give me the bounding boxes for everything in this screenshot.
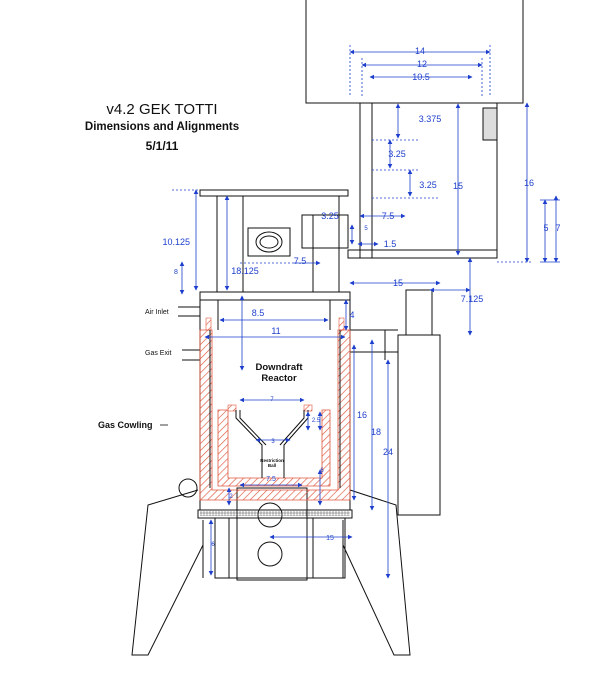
reactor-flange — [199, 291, 351, 301]
dim-7-5-grate: 7.5 — [266, 476, 276, 483]
dim-15-base: 15 — [326, 535, 334, 542]
dim-14: 14 — [415, 46, 425, 56]
dim-11: 11 — [271, 326, 280, 336]
dim-7-5-top: 7.5 — [382, 211, 395, 221]
restriction-label-line2: Ball — [268, 463, 276, 468]
dim-3-25-b: 3.25 — [419, 180, 437, 190]
cyclone-body — [397, 334, 441, 516]
dim-2-5: 2.5 — [312, 418, 321, 424]
leg-left — [131, 489, 204, 656]
dim-2: 2 — [229, 494, 233, 500]
dim-5-small: 5 — [364, 226, 368, 232]
dim-8: 8 — [174, 269, 178, 276]
dim-18-125: 18.125 — [231, 266, 259, 276]
ash-port-lower — [257, 541, 283, 567]
leg-right — [342, 489, 411, 656]
gas-cowling-label: Gas Cowling — [98, 420, 153, 430]
dim-15-hopper: 15 — [453, 181, 463, 191]
dim-16-right: 16 — [524, 178, 534, 188]
dim-15-mid: 15 — [393, 278, 403, 288]
dim-3-25-box: 3.25 — [321, 211, 339, 221]
dim-3-25-a: 3.25 — [388, 149, 406, 159]
reactor-label-line1: Downdraft — [256, 362, 304, 373]
gas-exit-label: Gas Exit — [145, 350, 172, 357]
dim-24: 24 — [383, 447, 393, 457]
dim-8-5: 8.5 — [252, 308, 265, 318]
date-label: 5/1/11 — [145, 139, 179, 153]
cyclone-top — [405, 289, 433, 336]
structure-lines — [131, 0, 524, 656]
leg-ring — [178, 478, 198, 498]
dim-3-375: 3.375 — [419, 114, 442, 124]
dim-5: 5 — [543, 223, 548, 233]
dim-6-base: 6 — [211, 542, 215, 548]
dim-7-125: 7.125 — [461, 294, 484, 304]
insulation — [199, 317, 351, 501]
dim-7: 7 — [555, 223, 560, 233]
ash-box — [214, 517, 346, 579]
latch — [482, 107, 498, 141]
subtitle: Dimensions and Alignments — [84, 121, 240, 133]
reactor-label-line2: Reactor — [261, 373, 297, 384]
dim-7-throat: 7 — [270, 397, 274, 403]
dim-16-lower: 16 — [357, 410, 367, 420]
dim-10-125: 10.125 — [162, 237, 190, 247]
dimension-lines — [172, 45, 560, 579]
title-block: v4.2 GEK TOTTI Dimensions and Alignments… — [62, 101, 262, 155]
air-inlet-label: Air Inlet — [145, 309, 169, 316]
dim-6: 6 — [320, 468, 324, 474]
dim-18-lower: 18 — [371, 427, 381, 437]
dim-4: 4 — [349, 310, 354, 320]
version-title: v4.2 GEK TOTTI — [106, 101, 218, 118]
dim-10-5: 10.5 — [412, 72, 430, 82]
dim-12: 12 — [417, 59, 427, 69]
ignition-port — [247, 227, 291, 257]
dim-7-5-mid: 7.5 — [294, 256, 307, 266]
restriction-label-line1: Restriction — [260, 458, 284, 463]
reactor-lid — [199, 189, 349, 197]
dim-1-5: 1.5 — [384, 239, 397, 249]
dim-3-throat: 3 — [271, 439, 275, 445]
